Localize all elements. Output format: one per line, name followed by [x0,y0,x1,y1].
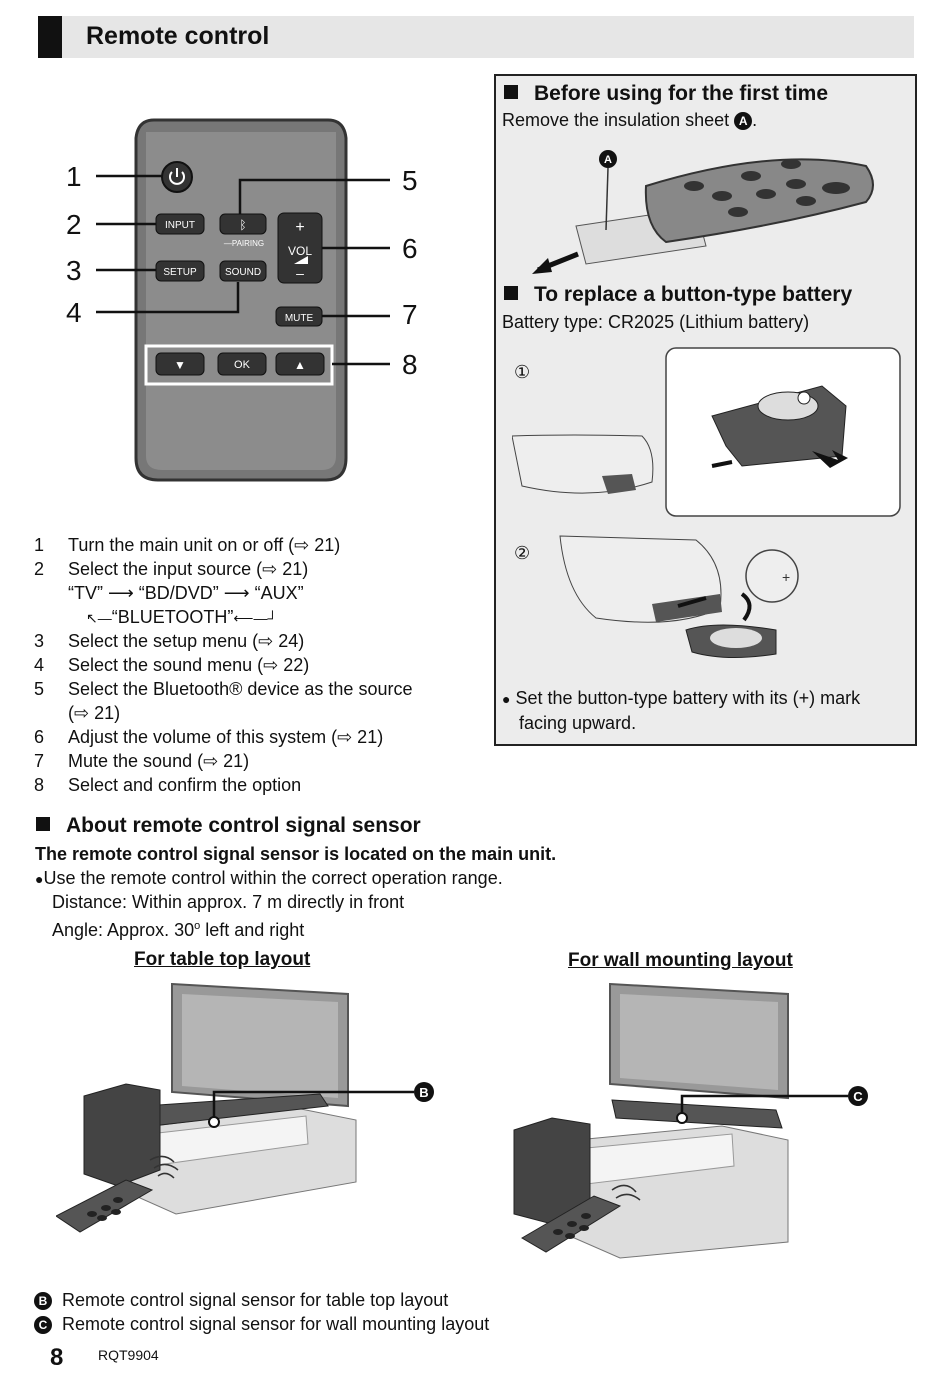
marker-b: B [419,1085,428,1100]
sensor-b-point [208,1116,220,1128]
sensor-c-point [676,1112,688,1124]
subwoofer [83,1083,161,1187]
volume-wedge-icon [294,256,308,264]
sensor-location: The remote control signal sensor is loca… [35,844,557,864]
page-number: 8 [50,1344,64,1371]
sound-button [219,260,267,282]
sensor-angle: Angle: Approx. 30o left and right [52,920,305,940]
callout-5: 5 [402,165,418,196]
callout-lines [96,174,390,366]
svg-text:OK: OK [234,359,251,371]
up-button [275,352,325,376]
signal-waves [611,1184,641,1201]
slide-arrow-icon [812,450,848,468]
power-icon [169,171,185,185]
first-time-text: Remove the insulation sheet A. [502,110,758,130]
setup-label: SETUP [163,267,197,278]
mute-label: MUTE [285,313,314,324]
marker-c: C [853,1089,863,1104]
table-top-title: For table top layout [134,949,311,970]
insert-arrow-icon [740,592,752,622]
remote-illustration: INPUT ᛒ —PAIRING SETUP SOUND + VOL – MUT… [66,118,418,482]
pull-arrow-icon [532,258,552,274]
ok-button [217,352,267,376]
svg-text:▼: ▼ [174,358,186,372]
step-2-marker: ② [514,543,531,563]
callout-6: 6 [402,233,418,264]
svg-text:–: – [296,265,304,281]
svg-text:VOL: VOL [288,244,312,258]
wall-mount-title: For wall mounting layout [568,950,793,971]
callout-1: 1 [66,161,82,192]
insulation-sheet-illustration: A [532,150,874,274]
sensor-distance: Distance: Within approx. 7 m directly in… [52,892,405,912]
step-1-marker: ① [514,362,531,382]
pairing-label: —PAIRING [224,239,264,248]
callout-4: 4 [66,297,82,328]
input-cycle-line: “TV” ⟶ “BD/DVD” ⟶ “AUX” [68,583,304,603]
table-top-illustration: B [56,982,434,1233]
soundbar [611,1099,783,1129]
sensor-bullet: ●Use the remote control within the corre… [35,868,503,888]
marker-a: A [734,112,753,130]
battery-step-1-illustration [512,347,901,517]
signal-waves [149,1155,179,1179]
bluetooth-icon: ᛒ [239,218,246,232]
legend-b: B Remote control signal sensor for table… [34,1288,448,1312]
svg-text:A: A [604,154,612,166]
input-cycle-return: ↖—“BLUETOOTH”⟵—┘ [86,607,278,627]
list-item-continuation: (⇨ 21) [68,703,121,723]
plus-mark: + [782,569,790,585]
input-label: INPUT [165,220,195,231]
header-bar [38,16,62,58]
battery-type: Battery type: CR2025 (Lithium battery) [502,312,810,332]
callout-3: 3 [66,255,82,286]
small-remote [644,158,874,244]
bluetooth-button [219,213,267,235]
svg-text:▲: ▲ [294,358,306,372]
battery-note: ● Set the button-type battery with its (… [502,688,861,733]
battery-info-box: Before using for the first time Remove t… [494,74,917,746]
callout-8: 8 [402,349,418,380]
section-header: Remote control [38,16,914,58]
down-button [155,352,205,376]
wall-mount-illustration: C [513,982,868,1259]
section-title: Remote control [86,22,270,50]
first-time-heading: Before using for the first time [504,82,828,106]
svg-text:+: + [295,219,304,236]
callout-7: 7 [402,299,418,330]
legend-c: C Remote control signal sensor for wall … [34,1312,489,1336]
battery-heading: To replace a button-type battery [504,283,852,307]
battery-step-2-illustration: + [559,535,799,659]
sound-label: SOUND [225,267,261,278]
callout-2: 2 [66,209,82,240]
document-code: RQT9904 [98,1347,159,1363]
sensor-heading: About remote control signal sensor [36,814,421,838]
